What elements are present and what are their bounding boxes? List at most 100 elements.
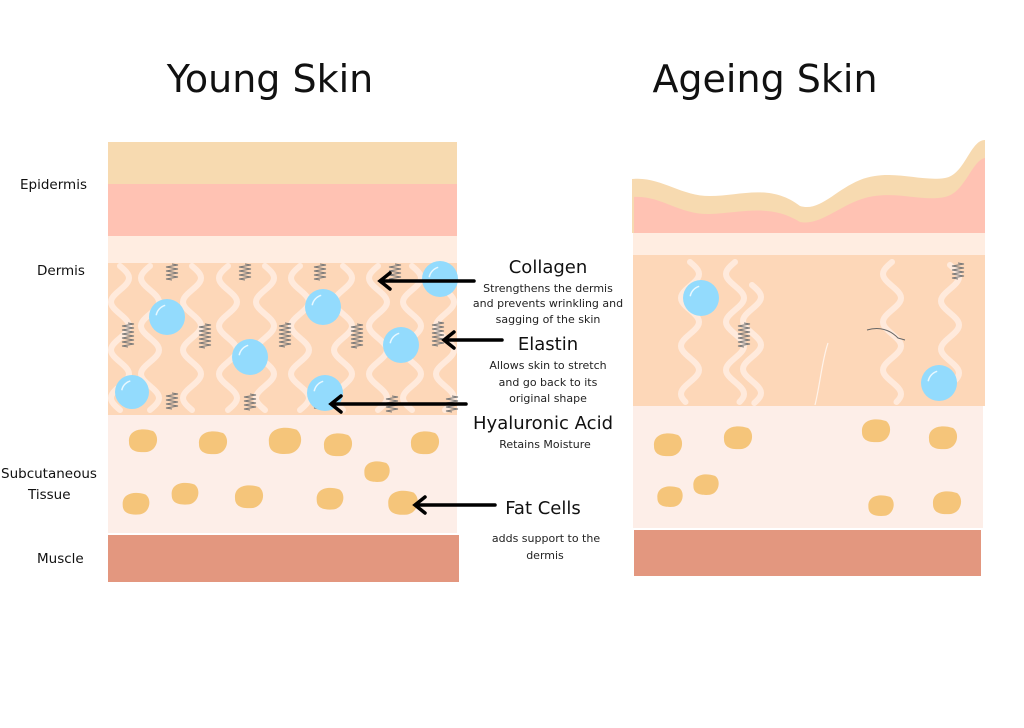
annotation-title: Hyaluronic Acid <box>473 413 613 434</box>
arrows <box>328 271 504 515</box>
label-muscle: Muscle <box>37 551 84 567</box>
fat-cell <box>268 427 302 455</box>
ageing-skin-title: Ageing Skin <box>652 57 877 101</box>
collagen-arrow-icon <box>377 271 476 291</box>
hyaluronic-acid-bubble <box>683 280 719 316</box>
label-dermis: Dermis <box>37 263 85 279</box>
annotation-fat-cells: Fat Cells adds support to the dermis <box>492 498 600 562</box>
bubble-highlight <box>311 294 322 306</box>
bubble-highlight <box>927 370 938 382</box>
fat-cell <box>410 431 440 455</box>
annotation-desc: adds support to the <box>492 532 600 545</box>
elastin-spring <box>238 263 252 281</box>
elastin-spring <box>243 393 257 411</box>
elastin-spring <box>737 322 751 348</box>
annotation-title: Collagen <box>509 257 588 278</box>
fat-cell <box>364 461 390 482</box>
young-dermis-band <box>108 236 457 263</box>
bubble-highlight <box>238 344 249 356</box>
annotation-collagen: Collagen Strengthens the dermis and prev… <box>473 257 623 326</box>
fat-cell <box>693 474 719 495</box>
collagen-fiber <box>739 282 765 406</box>
label-subcutaneous: Subcutaneous <box>1 466 97 482</box>
annotation-title: Fat Cells <box>505 498 581 519</box>
fat-cell <box>323 433 353 457</box>
hyaluronic-acid-bubble <box>422 261 458 297</box>
fat-cell <box>932 491 962 515</box>
annotation-title: Elastin <box>518 334 578 355</box>
collagen-fiber <box>287 263 313 413</box>
elastin-spring <box>350 323 364 349</box>
bubble-highlight <box>121 380 131 391</box>
annotation-desc: sagging of the skin <box>496 313 601 326</box>
elastin-spring <box>431 321 445 347</box>
fat-cells-arrow-icon <box>412 495 497 515</box>
hyaluronic-acid-bubble <box>383 327 419 363</box>
ageing-hyaluronic-acid <box>683 280 957 401</box>
annotation-desc: and go back to its <box>499 376 598 389</box>
young-epidermis-lower <box>108 184 457 236</box>
broken-fiber <box>814 342 829 406</box>
annotation-desc: Retains Moisture <box>499 438 591 451</box>
ageing-muscle <box>634 530 981 576</box>
collagen-fiber <box>937 262 963 392</box>
young-epidermis-top <box>108 142 457 184</box>
collagen-fiber <box>722 259 748 405</box>
annotation-desc: original shape <box>509 392 587 405</box>
hyaluronic-acid-bubble <box>305 289 341 325</box>
hyaluronic-acid-bubble <box>149 299 185 335</box>
annotation-desc: Strengthens the dermis <box>483 282 613 295</box>
annotation-hyaluronic-acid: Hyaluronic Acid Retains Moisture <box>473 413 613 451</box>
fat-cell <box>316 487 344 510</box>
fat-cell <box>868 495 894 516</box>
label-epidermis: Epidermis <box>20 177 87 193</box>
collagen-fiber <box>365 263 391 413</box>
young-skin-title: Young Skin <box>166 57 374 101</box>
bubble-highlight <box>389 332 400 344</box>
collagen-fiber <box>330 263 356 413</box>
young-muscle <box>108 535 459 582</box>
ageing-dermis-band <box>633 233 985 255</box>
fat-cell <box>388 490 418 515</box>
annotation-elastin: Elastin Allows skin to stretch and go ba… <box>489 334 606 405</box>
fat-cell <box>198 431 228 455</box>
fat-cell <box>657 486 683 507</box>
elastin-arrow-icon <box>441 330 504 350</box>
hyaluronic-acid-bubble <box>115 375 149 409</box>
elastin-spring <box>278 322 292 348</box>
collagen-fiber <box>252 263 278 413</box>
fat-cell <box>653 433 683 457</box>
fat-cell <box>128 429 158 453</box>
bubble-highlight <box>313 380 324 392</box>
elastin-spring <box>951 262 965 280</box>
fat-cell <box>122 492 150 515</box>
annotation-desc: and prevents wrinkling and <box>473 297 623 310</box>
elastin-spring <box>121 322 135 348</box>
ageing-elastin-fibers <box>737 262 965 348</box>
bubble-highlight <box>689 285 700 297</box>
collagen-fiber <box>215 263 241 413</box>
fat-cell <box>723 426 753 450</box>
ageing-epidermis-lower <box>634 158 985 233</box>
young-skin-section <box>107 142 459 582</box>
elastin-spring <box>198 323 212 349</box>
elastin-spring <box>388 263 402 281</box>
hyaluronic-acid-bubble <box>921 365 957 401</box>
annotation-desc: Allows skin to stretch <box>489 359 606 372</box>
collagen-fiber <box>137 263 163 413</box>
young-elastin-fibers <box>121 263 459 413</box>
bubble-highlight <box>155 304 166 316</box>
young-collagen-fibers <box>107 263 458 413</box>
young-fat-cells <box>122 427 440 515</box>
fat-cell <box>234 485 264 509</box>
elastin-spring <box>165 263 179 281</box>
bubble-highlight <box>428 266 439 278</box>
hyaluronic-arrow-icon <box>328 394 468 414</box>
fat-cell <box>861 419 891 443</box>
elastin-spring <box>313 263 327 281</box>
annotation-desc: dermis <box>526 549 564 562</box>
fat-cell <box>171 482 199 505</box>
elastin-spring <box>165 392 179 410</box>
fat-cell <box>928 426 958 450</box>
